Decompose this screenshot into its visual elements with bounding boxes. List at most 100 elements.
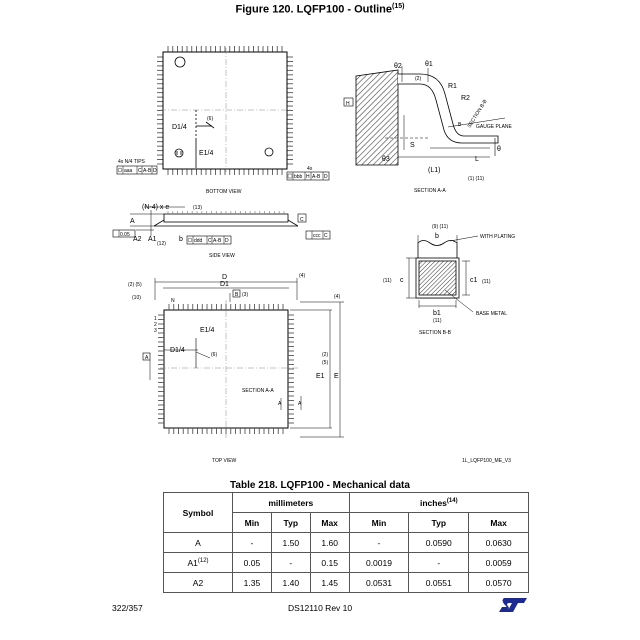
sv-a1: A1: [148, 236, 157, 243]
aa-note2: (2): [415, 76, 421, 82]
inch-header: inches(14): [348, 492, 530, 513]
svg-text:A-B: A-B: [143, 168, 152, 174]
mm-header: millimeters: [232, 492, 350, 513]
sub-header: Min: [232, 512, 272, 533]
sv-tol-ddd: ddd C A-B D: [186, 235, 232, 245]
section-bb-caption: SECTION B-B: [419, 330, 452, 336]
value-cell: 0.0551: [408, 572, 470, 593]
aa-b-small: B: [458, 122, 462, 128]
tv-a-right: A: [298, 401, 302, 407]
tv-note5: (5): [322, 360, 328, 366]
sub-header: Typ: [408, 512, 470, 533]
sv-tol-ccc: ccc C: [305, 230, 331, 240]
tv-box-a: A: [145, 355, 149, 361]
svg-text:C: C: [324, 233, 328, 239]
bv-note6: (6): [207, 116, 213, 122]
package-outline-drawing: D1/4 E1/4 (6) 4x N/4 TIPS aaa C A-B D 4x…: [112, 46, 515, 464]
sub-header: Max: [309, 512, 350, 533]
svg-text:ccc: ccc: [313, 233, 321, 239]
tv-pin-1: 1: [154, 316, 157, 322]
svg-text:A-B: A-B: [213, 238, 222, 244]
bottom-view-caption: BOTTOM VIEW: [206, 189, 242, 195]
section-aa: [355, 66, 506, 166]
aa-l: L: [475, 156, 479, 163]
value-cell: 0.15: [309, 552, 350, 573]
sv-note12: (12): [157, 241, 166, 247]
sv-a2: A2: [133, 236, 142, 243]
bb-note911: (9) (11): [432, 224, 448, 230]
bv-tolerance-right: bbb H A-B D: [286, 171, 330, 181]
symbol-cell: A2: [163, 572, 233, 593]
tv-pin-3: 3: [154, 328, 157, 334]
aa-r2: R2: [461, 95, 470, 102]
bb-c1: c1: [470, 277, 478, 284]
value-cell: 1.45: [309, 572, 350, 593]
svg-text:aaa: aaa: [124, 168, 133, 174]
aa-note11: (1) (11): [468, 176, 484, 182]
value-cell: 0.0019: [348, 552, 410, 573]
bv-tips: 4x N/4 TIPS: [118, 159, 146, 165]
tv-d1: D1: [220, 281, 229, 288]
mechanical-data-table: Symbol millimeters inches(14) Min Typ Ma…: [163, 492, 530, 593]
side-view-caption: SIDE VIEW: [209, 253, 235, 259]
tv-note2-5: (2) (5): [128, 282, 142, 288]
tv-box-b: B: [235, 292, 239, 298]
aa-s: S: [410, 142, 415, 149]
tv-a-left: A: [278, 401, 282, 407]
sv-note13: (13): [193, 205, 202, 211]
bb-c-left: c: [400, 277, 404, 284]
bv-e14: E1/4: [199, 150, 214, 157]
bv-d14: D1/4: [172, 124, 187, 131]
table-row: A1(12) 0.05 - 0.15 0.0019 - 0.0059: [163, 552, 529, 573]
tv-note10: (10): [132, 295, 141, 301]
sv-pitch: (N-4) x e: [142, 204, 169, 211]
aa-r1: R1: [448, 83, 457, 90]
bb-note11-right: (11): [482, 279, 491, 285]
tv-note6: (6): [211, 352, 217, 358]
doc-revision: DS12110 Rev 10: [288, 603, 353, 613]
tv-e: E: [334, 373, 339, 380]
st-logo-icon: [499, 598, 527, 612]
top-view-leads: [158, 304, 294, 434]
symbol-cell: A1(12): [163, 552, 233, 573]
value-cell: 1.40: [270, 572, 311, 593]
sv-b: b: [179, 236, 183, 243]
tv-e14: E1/4: [200, 327, 215, 334]
svg-text:C: C: [208, 238, 212, 244]
table-row: A - 1.50 1.60 - 0.0590 0.0630: [163, 532, 529, 553]
table-title: Table 218. LQFP100 - Mechanical data: [230, 480, 410, 491]
bb-note11-left: (11): [383, 278, 392, 284]
tv-note4b: (4): [334, 294, 340, 300]
bv-tolerance-left: aaa C A-B D: [116, 165, 158, 175]
sub-header: Max: [468, 512, 529, 533]
sv-a: A: [130, 218, 135, 225]
tv-note3: (3): [242, 292, 248, 298]
bb-b: b: [435, 233, 439, 240]
svg-text:D: D: [324, 174, 328, 180]
svg-text:ddd: ddd: [194, 238, 203, 244]
aa-l1: (L1): [428, 167, 440, 174]
sub-header: Typ: [270, 512, 311, 533]
value-cell: 0.0590: [408, 532, 470, 553]
table-row: A2 1.35 1.40 1.45 0.0531 0.0551 0.0570: [163, 572, 529, 593]
symbol-cell: A: [163, 532, 233, 553]
bb-base-metal: BASE METAL: [476, 311, 507, 317]
value-cell: -: [270, 552, 311, 573]
sv-tol-005: 0.05: [120, 232, 130, 238]
page-number: 322/357: [112, 603, 143, 613]
bottom-view-leads: [157, 46, 293, 175]
tv-d14: D1/4: [170, 347, 185, 354]
value-cell: 1.60: [309, 532, 350, 553]
aa-h-box: H: [346, 101, 350, 107]
value-cell: 0.0531: [348, 572, 410, 593]
bb-b1: b1: [433, 310, 441, 317]
tv-pin-2: 2: [154, 322, 157, 328]
figure-title: Figure 120. LQFP100 - Outline(15): [235, 3, 405, 16]
bottom-view: [160, 48, 290, 172]
svg-text:bbb: bbb: [294, 174, 303, 180]
top-view: [149, 278, 344, 440]
aa-theta1: θ1: [425, 61, 433, 68]
pin1-marker-circle: [174, 56, 186, 68]
aa-theta2: θ2: [394, 63, 402, 70]
svg-text:A-B: A-B: [312, 174, 321, 180]
